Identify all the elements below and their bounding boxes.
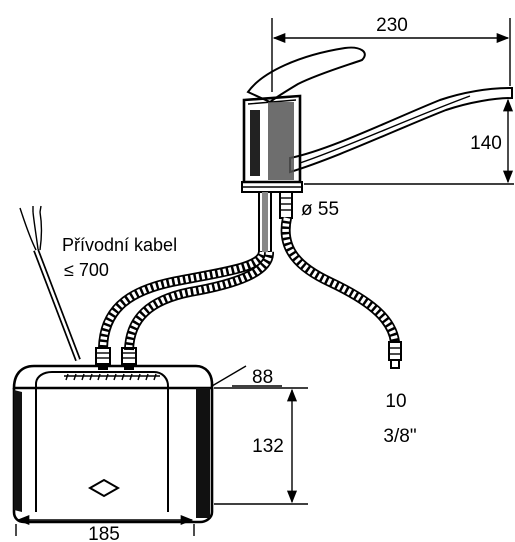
label-heater-width: 185	[88, 524, 120, 542]
label-connection-thread: 3/8"	[383, 426, 416, 447]
dimension-heater-height	[214, 387, 308, 505]
label-faucet-reach: 230	[376, 15, 408, 36]
water-heater	[12, 347, 214, 524]
dimension-heater-depth	[211, 365, 282, 387]
heater-connector-left	[95, 347, 111, 370]
heater-connector-right	[121, 347, 137, 370]
power-cable	[19, 205, 81, 362]
faucet-spout	[289, 86, 513, 174]
faucet-lever	[246, 46, 366, 104]
label-faucet-diameter: ø 55	[301, 199, 339, 220]
hose-end-fitting	[388, 341, 402, 361]
label-cable-length: ≤ 700	[64, 260, 109, 280]
heater-body	[12, 388, 214, 524]
indicator-diamond-icon	[87, 478, 121, 498]
label-heater-depth: 88	[252, 367, 273, 388]
dimension-faucet-height	[304, 98, 514, 185]
dimension-faucet-reach	[271, 18, 511, 92]
label-faucet-height: 140	[470, 133, 502, 154]
hose-3	[280, 216, 400, 343]
label-heater-height: 132	[252, 436, 284, 457]
label-cable-title: Přívodní kabel	[62, 235, 177, 255]
label-connection-size: 10	[385, 391, 406, 412]
supply-hoses	[98, 216, 402, 369]
dimension-heater-width	[15, 514, 195, 536]
cable-wires-icon	[21, 211, 43, 251]
heater-vent	[64, 373, 160, 381]
